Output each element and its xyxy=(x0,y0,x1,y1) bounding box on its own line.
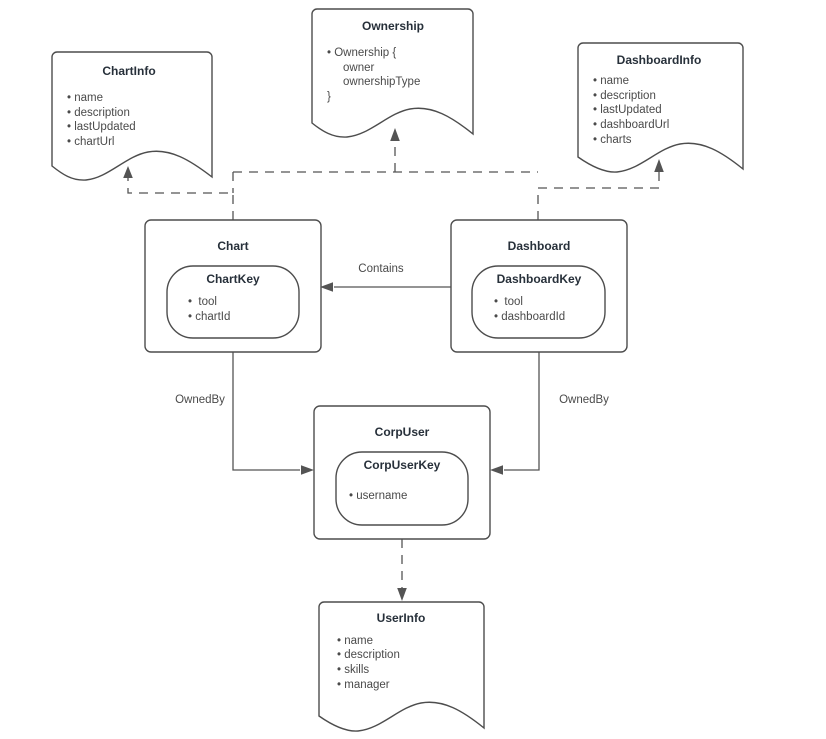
chartkey-item-1: • chartId xyxy=(188,311,230,323)
node-dashboardinfo[interactable]: DashboardInfo • name • description • las… xyxy=(577,42,744,173)
corpuser-title: CorpUser xyxy=(375,425,430,439)
ownership-shape xyxy=(311,8,474,138)
chartinfo-item-3: • chartUrl xyxy=(67,136,115,148)
dashboardinfo-item-2: • lastUpdated xyxy=(593,104,662,116)
userinfo-title: UserInfo xyxy=(377,611,426,625)
node-chart[interactable]: Chart ChartKey • tool • chartId xyxy=(144,219,322,353)
chart-title: Chart xyxy=(217,239,248,253)
chartkey-shape xyxy=(166,265,300,339)
edge-chart-ownership xyxy=(390,128,400,172)
ownership-item-3: } xyxy=(327,91,331,103)
arrow-head-chartinfo xyxy=(123,166,133,178)
ownership-item-0: • Ownership { xyxy=(327,47,396,59)
dashboard-title: Dashboard xyxy=(508,239,571,253)
node-chartinfo[interactable]: ChartInfo • name • description • lastUpd… xyxy=(51,51,213,181)
edge-label-contains: Contains xyxy=(358,263,404,275)
arrow-head-dashboardinfo xyxy=(654,159,664,172)
dashboardinfo-title: DashboardInfo xyxy=(617,53,702,67)
chartkey-item-0: • tool xyxy=(188,296,217,308)
dashboardinfo-item-3: • dashboardUrl xyxy=(593,119,669,131)
arrow-head-chart-ownedby xyxy=(301,465,314,475)
edge-label-chart-ownedby: OwnedBy xyxy=(175,394,225,406)
dashboardinfo-shape xyxy=(577,42,744,173)
userinfo-item-3: • manager xyxy=(337,679,390,691)
dashboardinfo-item-0: • name xyxy=(593,75,629,87)
dashboardkey-item-0: • tool xyxy=(494,296,523,308)
corpuserkey-shape xyxy=(335,451,469,526)
corpuserkey-title: CorpUserKey xyxy=(364,458,441,472)
edge-chart-ownedby: OwnedBy xyxy=(175,352,314,475)
edge-dashboard-dashboardinfo xyxy=(537,159,664,220)
arrow-head-dashboard-ownedby xyxy=(490,465,503,475)
edge-chart-ownership-bus xyxy=(232,171,538,193)
chartkey-title: ChartKey xyxy=(206,272,260,286)
node-userinfo[interactable]: UserInfo • name • description • skills •… xyxy=(318,601,485,732)
node-dashboard[interactable]: Dashboard DashboardKey • tool • dashboar… xyxy=(450,219,628,353)
ownership-item-1: owner xyxy=(343,62,374,74)
chartinfo-title: ChartInfo xyxy=(102,64,155,78)
node-corpuser[interactable]: CorpUser CorpUserKey • username xyxy=(313,405,491,540)
chartinfo-item-0: • name xyxy=(67,92,103,104)
userinfo-item-2: • skills xyxy=(337,664,369,676)
arrow-head-ownership xyxy=(390,128,400,141)
chartinfo-item-2: • lastUpdated xyxy=(67,121,136,133)
userinfo-item-1: • description xyxy=(337,649,400,661)
corpuserkey-item-0: • username xyxy=(349,490,407,502)
arrow-head-contains xyxy=(320,282,333,292)
arrow-head-userinfo xyxy=(397,588,407,601)
edge-corpuser-userinfo xyxy=(397,539,407,601)
dashboardinfo-item-1: • description xyxy=(593,90,656,102)
node-ownership[interactable]: Ownership • Ownership { owner ownershipT… xyxy=(311,8,474,138)
edge-chart-chartinfo xyxy=(123,166,234,220)
userinfo-shape xyxy=(318,601,485,732)
edge-contains: Contains xyxy=(320,263,451,292)
edge-label-dashboard-ownedby: OwnedBy xyxy=(559,394,609,406)
dashboardkey-title: DashboardKey xyxy=(497,272,582,286)
edge-dashboard-ownedby: OwnedBy xyxy=(490,352,609,475)
dashboardkey-item-1: • dashboardId xyxy=(494,311,565,323)
dashboardkey-shape xyxy=(471,265,606,339)
chartinfo-shape xyxy=(51,51,213,181)
chartinfo-item-1: • description xyxy=(67,107,130,119)
ownership-title: Ownership xyxy=(362,19,424,33)
dashboardinfo-item-4: • charts xyxy=(593,134,632,146)
ownership-item-2: ownershipType xyxy=(343,76,420,88)
userinfo-item-0: • name xyxy=(337,635,373,647)
